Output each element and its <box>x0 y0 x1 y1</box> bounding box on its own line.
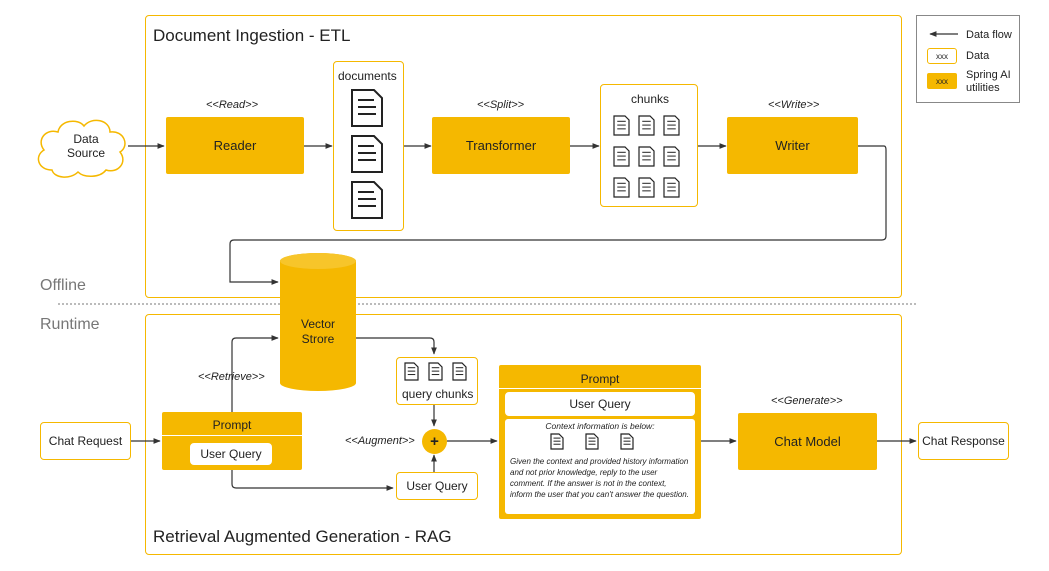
chunk-icon <box>613 115 630 136</box>
chunk-icon <box>638 177 655 198</box>
rag-title: Retrieval Augmented Generation - RAG <box>153 527 452 546</box>
etl-frame <box>145 15 902 298</box>
legend-data-swatch: xxx <box>927 48 957 64</box>
documents-label: documents <box>338 69 397 83</box>
chat-model-box: Chat Model <box>738 413 877 470</box>
vector-store-cylinder <box>280 253 356 391</box>
runtime-label: Runtime <box>40 316 100 333</box>
chunk-grid <box>613 115 687 198</box>
vector-store-label: Vector Strore <box>300 317 336 346</box>
query-chunks-label: query chunks <box>402 387 474 401</box>
prompt-left-divider <box>162 435 302 436</box>
legend-spring-label: Spring AI utilities <box>966 69 1011 94</box>
prompt-main-divider <box>499 388 701 389</box>
writer-box: Writer <box>727 117 858 174</box>
rag-frame <box>145 314 902 555</box>
chunk-icon <box>428 362 443 381</box>
prompt-main-user-query: User Query <box>505 392 695 416</box>
chat-request-box: Chat Request <box>40 422 131 460</box>
chunk-icon <box>663 115 680 136</box>
chunk-icon <box>613 146 630 167</box>
prompt-left-label: Prompt <box>212 418 252 432</box>
retrieve-stereotype: <<Retrieve>> <box>198 371 265 383</box>
chunk-icon <box>663 177 680 198</box>
reader-box: Reader <box>166 117 304 174</box>
chat-response-box: Chat Response <box>918 422 1009 460</box>
chunk-icon <box>663 146 680 167</box>
context-doc-icons <box>548 433 652 453</box>
document-icon <box>351 89 383 127</box>
chunk-icon <box>638 146 655 167</box>
context-heading: Context information is below: <box>545 421 655 431</box>
prompt-main-label: Prompt <box>580 372 620 386</box>
context-doc-icon <box>550 433 564 450</box>
split-stereotype: <<Split>> <box>477 99 525 111</box>
chunk-icon <box>613 177 630 198</box>
plus-circle: + <box>422 429 447 454</box>
chunk-icon <box>452 362 467 381</box>
chunk-icon <box>404 362 419 381</box>
document-icon <box>351 181 383 219</box>
augment-stereotype: <<Augment>> <box>345 435 415 447</box>
write-stereotype: <<Write>> <box>768 99 820 111</box>
prompt-left-user-query: User Query <box>190 443 272 465</box>
data-source-cloud <box>37 119 126 178</box>
offline-label: Offline <box>40 277 86 294</box>
user-query-box: User Query <box>396 472 478 500</box>
context-doc-icon <box>620 433 634 450</box>
legend-spring-swatch: xxx <box>927 73 957 89</box>
prompt-context-panel <box>505 419 695 514</box>
data-source-label: Data Source <box>66 132 106 160</box>
legend-data-flow-label: Data flow <box>966 29 1012 41</box>
read-stereotype: <<Read>> <box>206 99 258 111</box>
generate-stereotype: <<Generate>> <box>771 395 843 407</box>
query-chunk-icons <box>404 362 472 382</box>
chunks-label: chunks <box>631 92 670 106</box>
etl-title: Document Ingestion - ETL <box>153 26 351 45</box>
transformer-box: Transformer <box>432 117 570 174</box>
context-doc-icon <box>585 433 599 450</box>
document-icon <box>351 135 383 173</box>
legend-data-label: Data <box>966 50 990 62</box>
context-instruction: Given the context and provided history i… <box>510 457 689 499</box>
chunk-icon <box>638 115 655 136</box>
